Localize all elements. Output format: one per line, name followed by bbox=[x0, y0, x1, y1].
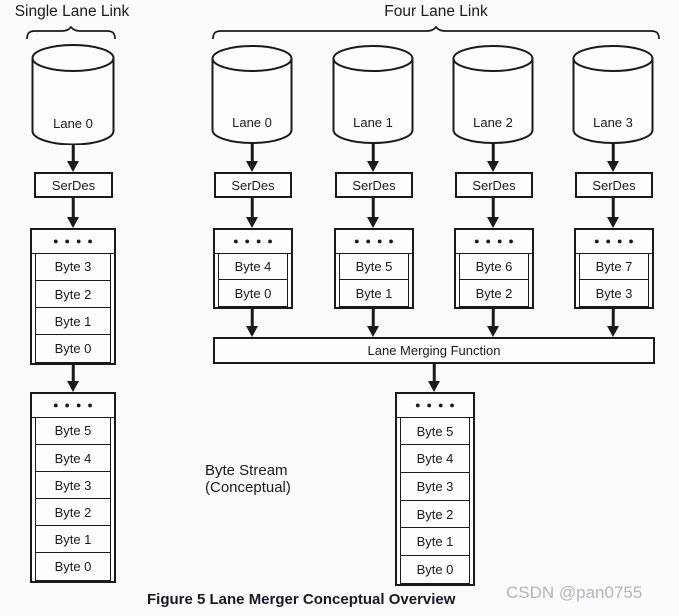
single-lane-title: Single Lane Link bbox=[14, 3, 130, 20]
byte-stream-label-line2: (Conceptual) bbox=[205, 479, 291, 496]
byte-row: Byte 2 bbox=[400, 499, 470, 529]
ellipsis-dots-icon: ●●●● bbox=[32, 394, 114, 418]
cylinder-icon bbox=[572, 45, 654, 144]
arrow-down-icon bbox=[606, 309, 620, 337]
arrow-down-icon bbox=[66, 198, 80, 228]
byte-row: Byte 0 bbox=[35, 334, 111, 363]
arrow-down-icon bbox=[606, 198, 620, 228]
byte-row: Byte 6 bbox=[459, 252, 529, 281]
cylinder-icon bbox=[211, 45, 293, 144]
arrow-down-icon bbox=[245, 144, 259, 172]
arrow-down-icon bbox=[486, 198, 500, 228]
byte-row: Byte 5 bbox=[35, 416, 111, 446]
cylinder-icon bbox=[31, 44, 115, 145]
lane0-byte-stack: ●●●● Byte 4 Byte 0 bbox=[213, 228, 293, 309]
watermark: CSDN @pan0755 bbox=[506, 583, 643, 602]
lane3-cylinder: Lane 3 bbox=[572, 44, 654, 144]
ellipsis-dots-icon: ●●●● bbox=[576, 230, 652, 254]
serdes-label: SerDes bbox=[231, 177, 275, 193]
byte-row: Byte 0 bbox=[400, 554, 470, 585]
serdes-box: SerDes bbox=[34, 172, 113, 198]
ellipsis-dots-icon: ●●●● bbox=[397, 394, 473, 418]
byte-stream-label: Byte Stream (Conceptual) bbox=[205, 462, 291, 496]
byte-row: Byte 1 bbox=[35, 525, 111, 554]
lane0-cylinder: Lane 0 bbox=[211, 44, 293, 144]
serdes-box: SerDes bbox=[575, 172, 653, 198]
serdes-label: SerDes bbox=[51, 177, 96, 193]
lane2-cylinder: Lane 2 bbox=[452, 44, 534, 144]
lane-merging-function-box: Lane Merging Function bbox=[213, 337, 655, 364]
cylinder-icon bbox=[332, 45, 414, 144]
byte-row: Byte 1 bbox=[339, 279, 409, 307]
single-lane-output-stack: ●●●● Byte 5 Byte 4 Byte 3 Byte 2 Byte 1 … bbox=[30, 392, 116, 583]
arrow-down-icon bbox=[486, 144, 500, 172]
single-lane-byte-stack: ●●●● Byte 3 Byte 2 Byte 1 Byte 0 bbox=[30, 228, 116, 365]
arrow-down-icon bbox=[366, 144, 380, 172]
single-lane-cylinder: Lane 0 bbox=[31, 43, 115, 145]
lane1-cylinder: Lane 1 bbox=[332, 44, 414, 144]
byte-row: Byte 3 bbox=[400, 471, 470, 502]
byte-row: Byte 5 bbox=[400, 416, 470, 446]
cylinder-label: Lane 0 bbox=[53, 116, 93, 131]
byte-row: Byte 1 bbox=[400, 527, 470, 557]
byte-stream-stack: ●●●● Byte 5 Byte 4 Byte 3 Byte 2 Byte 1 … bbox=[395, 392, 475, 586]
single-lane-brace-icon bbox=[26, 26, 116, 40]
arrow-down-icon bbox=[245, 309, 259, 337]
cylinder-label: Lane 0 bbox=[232, 115, 272, 130]
cylinder-label: Lane 3 bbox=[593, 115, 633, 130]
byte-row: Byte 7 bbox=[579, 252, 649, 281]
byte-row: Byte 5 bbox=[339, 252, 409, 281]
arrow-down-icon bbox=[486, 309, 500, 337]
arrow-down-icon bbox=[245, 198, 259, 228]
lane1-byte-stack: ●●●● Byte 5 Byte 1 bbox=[334, 228, 414, 309]
serdes-box: SerDes bbox=[455, 172, 533, 198]
byte-stream-label-line1: Byte Stream bbox=[205, 462, 288, 479]
byte-row: Byte 1 bbox=[35, 307, 111, 336]
cylinder-icon bbox=[452, 45, 534, 144]
byte-row: Byte 4 bbox=[400, 444, 470, 474]
lane2-byte-stack: ●●●● Byte 6 Byte 2 bbox=[454, 228, 534, 309]
byte-row: Byte 0 bbox=[218, 279, 288, 307]
cylinder-label: Lane 1 bbox=[353, 115, 393, 130]
serdes-label: SerDes bbox=[472, 177, 516, 193]
serdes-label: SerDes bbox=[352, 177, 396, 193]
serdes-label: SerDes bbox=[592, 177, 636, 193]
serdes-box: SerDes bbox=[335, 172, 413, 198]
arrow-down-icon bbox=[366, 309, 380, 337]
arrow-down-icon bbox=[66, 145, 80, 172]
byte-row: Byte 3 bbox=[35, 252, 111, 282]
byte-row: Byte 4 bbox=[35, 443, 111, 473]
arrow-down-icon bbox=[606, 144, 620, 172]
byte-row: Byte 3 bbox=[579, 279, 649, 307]
lane-merging-function-label: Lane Merging Function bbox=[367, 343, 501, 358]
byte-row: Byte 4 bbox=[218, 252, 288, 281]
figure-caption: Figure 5 Lane Merger Conceptual Overview bbox=[147, 591, 456, 608]
byte-row: Byte 2 bbox=[35, 498, 111, 527]
byte-row: Byte 0 bbox=[35, 552, 111, 582]
lane3-byte-stack: ●●●● Byte 7 Byte 3 bbox=[574, 228, 654, 309]
arrow-down-icon bbox=[427, 364, 441, 392]
ellipsis-dots-icon: ●●●● bbox=[32, 230, 114, 254]
ellipsis-dots-icon: ●●●● bbox=[215, 230, 291, 254]
byte-row: Byte 2 bbox=[459, 279, 529, 307]
ellipsis-dots-icon: ●●●● bbox=[336, 230, 412, 254]
byte-row: Byte 2 bbox=[35, 279, 111, 309]
ellipsis-dots-icon: ●●●● bbox=[456, 230, 532, 254]
byte-row: Byte 3 bbox=[35, 470, 111, 500]
arrow-down-icon bbox=[66, 365, 80, 392]
cylinder-label: Lane 2 bbox=[473, 115, 513, 130]
four-lane-brace-icon bbox=[212, 26, 660, 40]
serdes-box: SerDes bbox=[214, 172, 292, 198]
four-lane-title: Four Lane Link bbox=[384, 3, 488, 20]
arrow-down-icon bbox=[366, 198, 380, 228]
